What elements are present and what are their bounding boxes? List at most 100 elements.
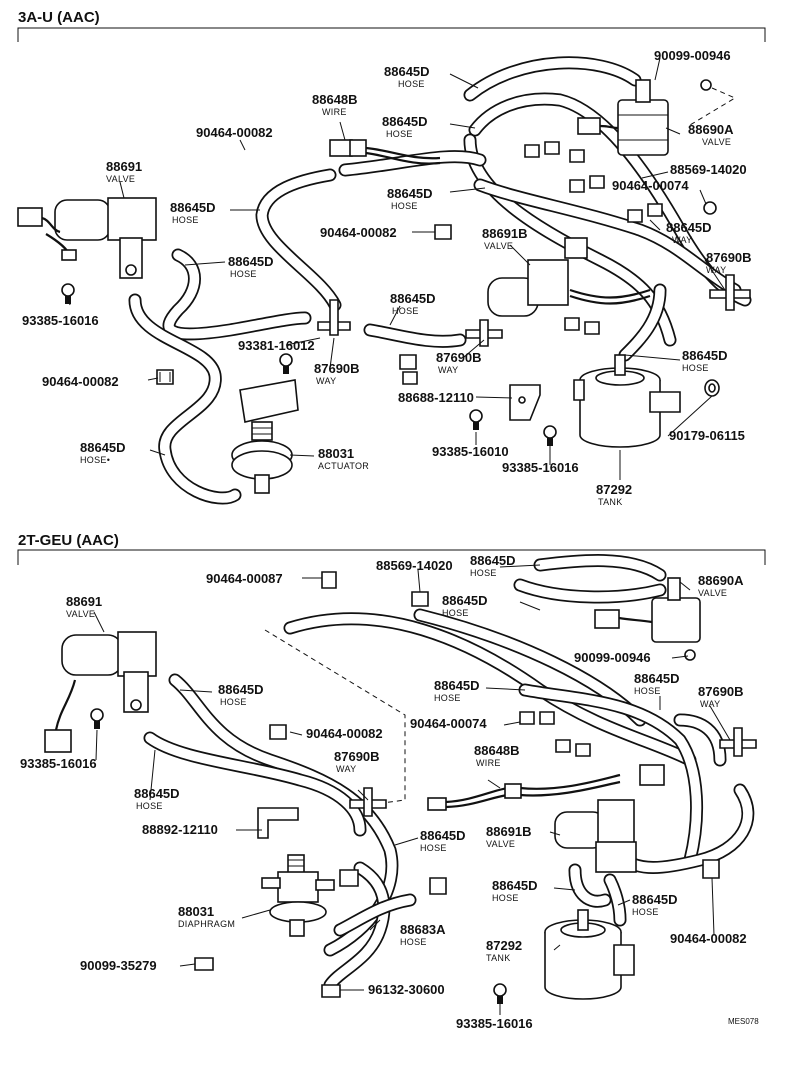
way-87690b-bottom-left bbox=[349, 787, 387, 817]
hoses-top bbox=[128, 56, 752, 505]
valve-88691-top bbox=[17, 197, 157, 279]
label-88648b-bottom: 88648B bbox=[474, 743, 520, 758]
clamp-top-mid2 bbox=[434, 224, 452, 240]
label-87690b-b2: 87690B bbox=[334, 749, 380, 764]
label-96132-30600: 96132-30600 bbox=[368, 982, 445, 997]
label-90464-00082-b1: 90464-00082 bbox=[306, 726, 383, 741]
svg-text:HOSE: HOSE bbox=[391, 201, 418, 211]
valve-88690a-top bbox=[577, 79, 669, 156]
tank-87292-top bbox=[573, 354, 681, 448]
svg-text:HOSE: HOSE bbox=[386, 129, 413, 139]
way-87690b-bottom-right bbox=[719, 727, 757, 757]
label-90099-35279: 90099-35279 bbox=[80, 958, 157, 973]
svg-text:HOSE: HOSE bbox=[172, 215, 199, 225]
section-title-bottom: 2T-GEU (AAC) bbox=[18, 532, 119, 549]
label-90099-00946: 90099-00946 bbox=[654, 48, 731, 63]
svg-text:VALVE: VALVE bbox=[702, 137, 731, 147]
valve-88691b-top bbox=[487, 237, 651, 317]
bolt-93381-16012 bbox=[279, 353, 293, 374]
label-87690b-top-2: 87690B bbox=[314, 361, 360, 376]
clamps-bottom-lower bbox=[194, 859, 720, 998]
bracket-88892-12110 bbox=[257, 807, 299, 839]
svg-text:DIAPHRAGM: DIAPHRAGM bbox=[178, 919, 235, 929]
section-title-top: 3A-U (AAC) bbox=[18, 9, 100, 26]
label-90464-00074-bottom: 90464-00074 bbox=[410, 716, 487, 731]
svg-text:HOSE: HOSE bbox=[230, 269, 257, 279]
svg-text:HOSE: HOSE bbox=[136, 801, 163, 811]
label-88690a-bottom: 88690A bbox=[698, 573, 744, 588]
svg-text:VALVE: VALVE bbox=[486, 839, 515, 849]
label-93385-16016-b2: 93385-16016 bbox=[456, 1016, 533, 1031]
label-88648b: 88648B bbox=[312, 92, 358, 107]
svg-text:HOSE: HOSE bbox=[492, 893, 519, 903]
diaphragm-88031 bbox=[261, 854, 335, 937]
label-90179-06115: 90179-06115 bbox=[669, 428, 745, 443]
label-88645d-3: 88645D bbox=[387, 186, 433, 201]
section-bracket-bottom bbox=[17, 549, 766, 565]
svg-text:HOSE: HOSE bbox=[634, 686, 661, 696]
label-93385-16016-top-1: 93385-16016 bbox=[22, 313, 99, 328]
svg-text:WAY: WAY bbox=[672, 235, 692, 245]
label-88690a-top: 88690A bbox=[688, 122, 734, 137]
leaders-bottom bbox=[93, 564, 731, 1015]
label-88645d-b4: 88645D bbox=[434, 678, 480, 693]
wire-88648b-bottom bbox=[427, 764, 665, 811]
label-88688-12110: 88688-12110 bbox=[398, 390, 474, 405]
svg-text:TANK: TANK bbox=[598, 497, 623, 507]
hoses-bottom bbox=[143, 554, 755, 992]
tank-87292-bottom bbox=[544, 909, 635, 1000]
bolt-93385-16016-top bbox=[61, 283, 75, 304]
svg-text:ACTUATOR: ACTUATOR bbox=[318, 461, 369, 471]
svg-text:VALVE: VALVE bbox=[698, 588, 727, 598]
label-88645d-1: 88645D bbox=[384, 64, 430, 79]
label-93385-16016-top-2: 93385-16016 bbox=[502, 460, 579, 475]
svg-text:HOSE: HOSE bbox=[682, 363, 709, 373]
label-93385-16010: 93385-16010 bbox=[432, 444, 509, 459]
clamp-top-left bbox=[156, 369, 174, 385]
bolt-93385-16016-bottom bbox=[90, 708, 104, 729]
svg-text:WIRE: WIRE bbox=[476, 758, 501, 768]
way-87690b-top-lower bbox=[465, 319, 503, 347]
label-88645d-b9: 88645D bbox=[632, 892, 678, 907]
svg-text:HOSE: HOSE bbox=[420, 843, 447, 853]
label-88892-12110: 88892-12110 bbox=[142, 822, 218, 837]
svg-text:VALVE: VALVE bbox=[106, 174, 135, 184]
actuator-88031 bbox=[231, 379, 299, 494]
clamps-bottom-top bbox=[269, 571, 591, 757]
svg-text:HOSE: HOSE bbox=[220, 697, 247, 707]
bolt-93385-16016-bottom-2 bbox=[493, 983, 507, 1004]
wire-88648b-top bbox=[329, 139, 441, 165]
label-88691b-top: 88691B bbox=[482, 226, 528, 241]
screw-90099-00946-top bbox=[689, 79, 737, 126]
label-87690b-top-1: 87690B bbox=[706, 250, 752, 265]
way-87690b-top-mid bbox=[317, 299, 351, 336]
svg-text:WAY: WAY bbox=[316, 376, 336, 386]
svg-text:HOSE: HOSE bbox=[398, 79, 425, 89]
svg-text:WIRE: WIRE bbox=[322, 107, 347, 117]
svg-text:HOSE: HOSE bbox=[400, 937, 427, 947]
label-88645d-b8: 88645D bbox=[492, 878, 538, 893]
svg-text:HOSE: HOSE bbox=[434, 693, 461, 703]
label-93385-16016-b1: 93385-16016 bbox=[20, 756, 97, 771]
valve-88691b-bottom bbox=[554, 799, 637, 873]
leaders-top bbox=[67, 57, 726, 480]
label-88683a: 88683A bbox=[400, 922, 446, 937]
svg-text:TANK: TANK bbox=[486, 953, 511, 963]
label-87292-bottom: 87292 bbox=[486, 938, 522, 953]
label-88691-bottom: 88691 bbox=[66, 594, 102, 609]
label-88645d-8: 88645D bbox=[80, 440, 126, 455]
label-90099-00946-bottom: 90099-00946 bbox=[574, 650, 651, 665]
valve-88690a-bottom bbox=[594, 577, 701, 643]
label-88645d-way: 88645D bbox=[666, 220, 712, 235]
svg-text:WAY: WAY bbox=[706, 265, 726, 275]
svg-text:VALVE: VALVE bbox=[484, 241, 513, 251]
label-88569-14020-top: 88569-14020 bbox=[670, 162, 747, 177]
label-93381-16012: 93381-16012 bbox=[238, 338, 315, 353]
labels-bottom: 90464-00087 88569-14020 88645D HOSE 8869… bbox=[20, 553, 759, 1031]
ring-90179-06115 bbox=[704, 379, 720, 397]
label-87690b-top-3: 87690B bbox=[436, 350, 482, 365]
svg-text:HOSE: HOSE bbox=[632, 907, 659, 917]
label-88691b-bottom: 88691B bbox=[486, 824, 532, 839]
svg-text:HOSE: HOSE bbox=[470, 568, 497, 578]
